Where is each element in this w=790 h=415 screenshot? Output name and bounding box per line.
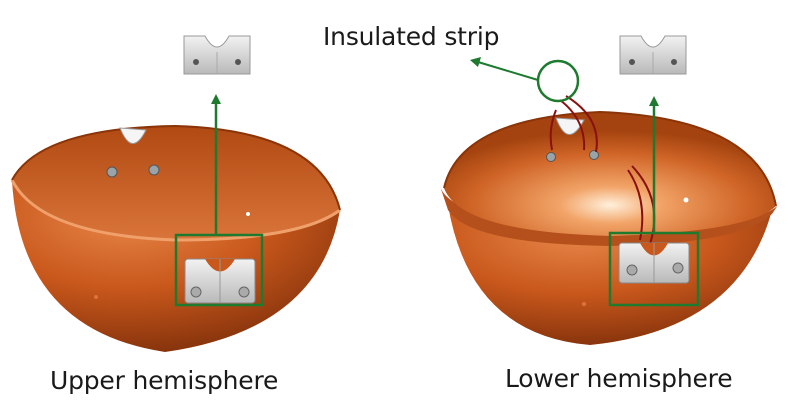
- screw-head: [546, 152, 556, 162]
- lower-hemisphere-interior: [444, 112, 776, 236]
- lower-hemisphere: [440, 35, 780, 345]
- screw-head: [106, 166, 118, 178]
- wire: [559, 99, 586, 151]
- wire: [565, 95, 598, 153]
- small-hole: [94, 295, 98, 299]
- lower-hemisphere-flange: [440, 186, 780, 246]
- lower-rim-notch: [555, 117, 585, 135]
- upper-hemisphere: [10, 35, 341, 352]
- bracket-lower-detached: [619, 35, 687, 75]
- wire: [549, 109, 557, 151]
- annotation-box-upper: [174, 233, 264, 307]
- lower-hemisphere-label: Lower hemisphere: [505, 364, 733, 393]
- small-hole: [582, 302, 586, 306]
- upper-hemisphere-label: Upper hemisphere: [50, 366, 279, 395]
- insulated-strip-label: Insulated strip: [323, 22, 500, 51]
- callout-arrow-insulated-strip: [477, 61, 539, 81]
- bracket-upper-mounted: [184, 258, 256, 304]
- upper-rim-notch: [119, 127, 147, 144]
- callout-circle-insulated-strip: [536, 59, 580, 103]
- small-hole: [683, 197, 689, 203]
- small-hole: [246, 212, 250, 216]
- bracket-lower-mounted: [618, 242, 690, 284]
- upper-hemisphere-interior: [12, 126, 340, 240]
- screw-head: [148, 164, 160, 176]
- screw-head: [589, 150, 599, 160]
- bracket-upper-detached: [183, 35, 251, 75]
- wire: [631, 165, 656, 245]
